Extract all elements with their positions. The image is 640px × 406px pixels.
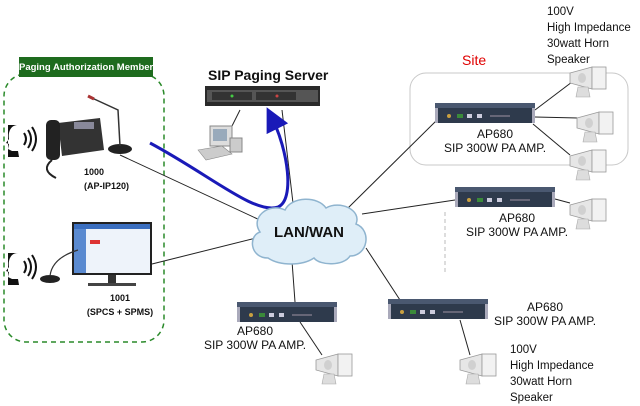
group-header-bg (19, 57, 153, 77)
group-title: Paging Authorization Members (19, 62, 159, 73)
horn-speaker-icon (569, 149, 607, 181)
speaking-person-icon (5, 252, 37, 286)
connection-lines (119, 81, 579, 356)
microphone-icon (87, 94, 132, 154)
amplifier-icon (455, 187, 555, 207)
horn-speaker-icon (569, 66, 607, 98)
horn-speaker-icon (569, 198, 607, 230)
site-boundary (409, 72, 629, 166)
network-label: LAN/WAN (274, 224, 344, 241)
terminal-label-1001: 1001(SPCS + SPMS) (86, 293, 154, 317)
amplifier-icon (388, 299, 488, 319)
cloud-icon (251, 198, 367, 265)
horn-speaker-icon (576, 111, 614, 143)
terminal-label-1000: 1000(AP-IP120) (84, 167, 130, 191)
monitor-icon (72, 222, 152, 286)
server-title: SIP Paging Server (208, 67, 329, 83)
site-label: Site (462, 52, 487, 68)
amplifier-icon (435, 103, 535, 123)
pc-icon (197, 125, 243, 161)
ip-phone-icon (45, 118, 104, 179)
horn-speaker-icon (315, 353, 353, 385)
paging-path (149, 107, 290, 210)
amplifier-icon (237, 302, 337, 322)
desk-microphone-icon (40, 249, 79, 283)
horn-speaker-icon (459, 353, 497, 385)
speaking-person-icon (5, 124, 37, 158)
server-icon (205, 86, 320, 106)
